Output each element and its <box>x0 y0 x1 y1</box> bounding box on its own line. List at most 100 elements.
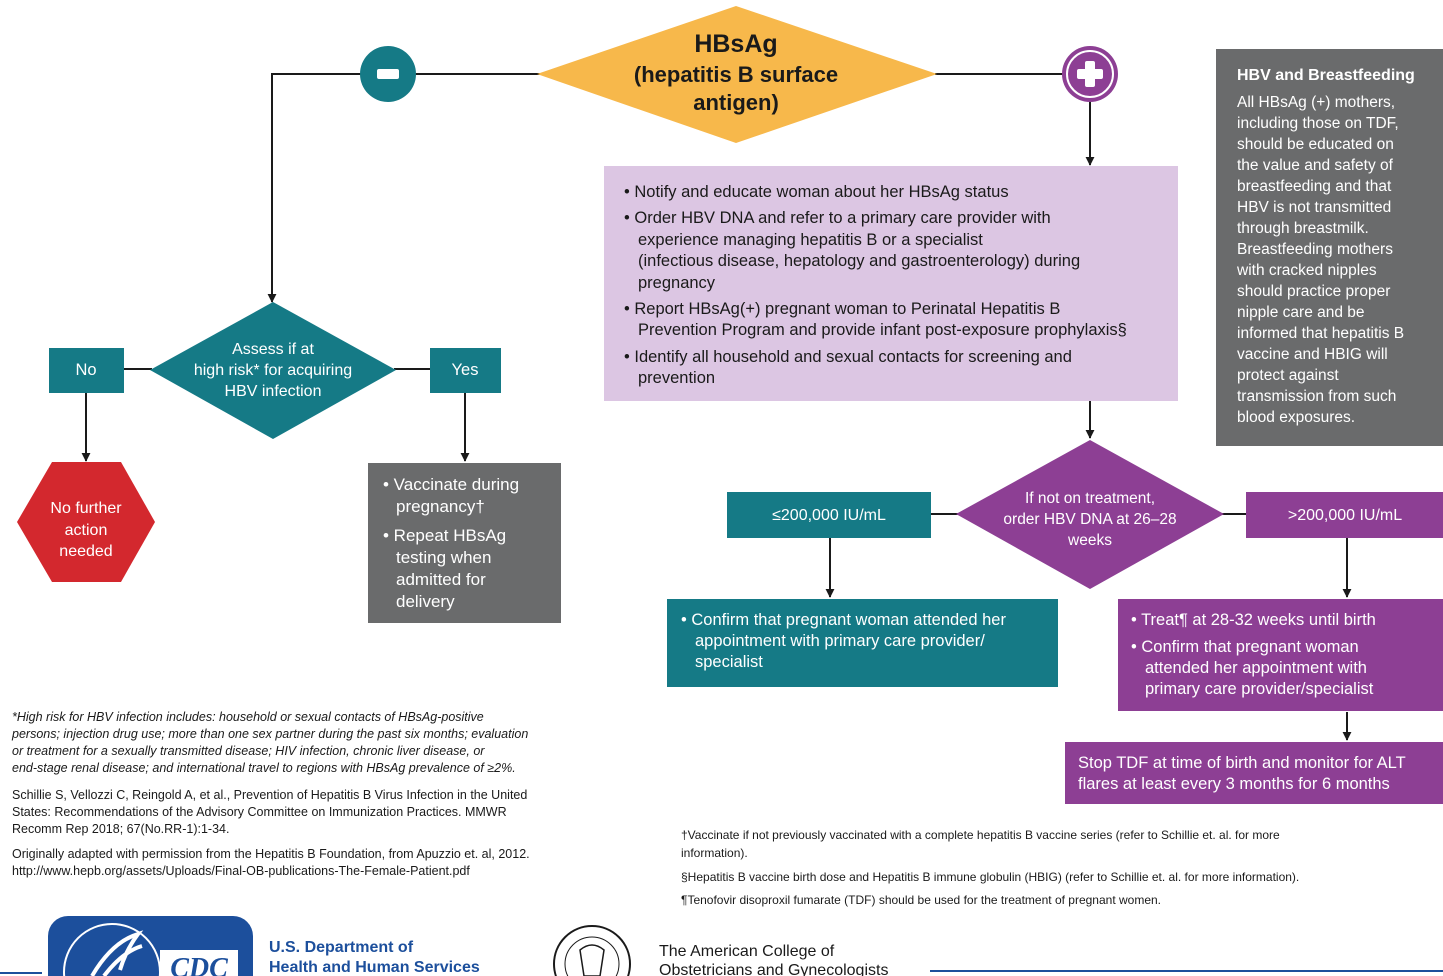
treat-text: • Treat¶ at 28-32 weeks until birth • Co… <box>1131 611 1376 698</box>
breastfeeding-line: through breastmilk. <box>1237 220 1369 237</box>
citation-line: Schillie S, Vellozzi C, Reingold A, et a… <box>12 788 527 802</box>
yes-label-box <box>430 348 501 393</box>
breastfeeding-line: nipple care and be <box>1237 304 1365 321</box>
no-further-line: needed <box>59 543 112 560</box>
breastfeeding-line: breastfeeding and that <box>1237 178 1392 195</box>
hbv-dna-diamond <box>956 440 1224 589</box>
high-risk-line: end-stage renal disease; and internation… <box>12 761 516 775</box>
treat-line: • Treat¶ at 28-32 weeks until birth <box>1131 611 1376 629</box>
hhs-name-line2: Health and Human Services <box>269 959 480 976</box>
dagger-footnote-line: information). <box>681 846 748 860</box>
dna-line: order HBV DNA at 26–28 <box>1003 511 1176 528</box>
risk-line: HBV infection <box>225 383 322 400</box>
dna-line: weeks <box>1067 532 1112 549</box>
breastfeeding-line: vaccine and HBIG will <box>1237 346 1388 363</box>
connectors <box>81 73 1352 741</box>
citation-line: Recomm Rep 2018; 67(No.RR-1):1-34. <box>12 822 229 836</box>
vaccinate-line: delivery <box>396 592 455 611</box>
minus-icon <box>377 69 399 79</box>
breastfeeding-panel <box>1216 49 1443 446</box>
adapted-url[interactable]: http://www.hepb.org/assets/Uploads/Final… <box>12 864 470 878</box>
risk-line: high risk* for acquiring <box>194 362 352 379</box>
confirm-appointment-box <box>667 599 1058 687</box>
risk-assessment-diamond <box>150 302 396 439</box>
treat-line: attended her appointment with <box>1145 659 1367 677</box>
positive-actions-box <box>604 166 1178 401</box>
no-further-action-text: No further action needed <box>50 500 122 560</box>
vaccinate-line: • Repeat HBsAg <box>383 526 506 545</box>
negative-symbol: − <box>388 85 389 87</box>
citation-footnote: Schillie S, Vellozzi C, Reingold A, et a… <box>12 788 527 836</box>
positive-actions-line: • Order HBV DNA and refer to a primary c… <box>624 209 1051 227</box>
high-risk-line: persons; injection drug use; more than o… <box>11 727 528 741</box>
treat-line: • Confirm that pregnant woman <box>1131 638 1359 656</box>
breastfeeding-line: informed that hepatitis B <box>1237 325 1404 342</box>
high-risk-footnote: *High risk for HBV infection includes: h… <box>11 710 528 775</box>
yes-label: Yes <box>452 361 479 379</box>
hhs-name-line1: U.S. Department of <box>269 939 414 956</box>
citation-line: States: Recommendations of the Advisory … <box>12 805 507 819</box>
pilcrow-footnote: ¶Tenofovir disoproxil fumarate (TDF) sho… <box>681 893 1161 907</box>
hbsag-title: HBsAg <box>694 30 777 58</box>
positive-actions-line: prevention <box>638 369 715 387</box>
breastfeeding-line: with cracked nipples <box>1236 262 1377 279</box>
positive-actions-line: (infectious disease, hepatology and gast… <box>638 252 1080 270</box>
hbsag-diamond <box>537 6 937 143</box>
breastfeeding-line: should be educated on <box>1237 136 1394 153</box>
confirm-appointment-text: • Confirm that pregnant woman attended h… <box>681 611 1006 671</box>
positive-actions-line: • Identify all household and sexual cont… <box>624 348 1072 366</box>
cdc-logo-text: CDC <box>170 953 228 976</box>
stop-tdf-line: Stop TDF at time of birth and monitor fo… <box>1078 754 1406 772</box>
no-label-box <box>49 348 124 393</box>
vaccinate-line: testing when <box>396 548 491 567</box>
acog-name-line2: Obstetricians and Gynecologists <box>659 962 888 976</box>
dna-line: If not on treatment, <box>1025 490 1155 507</box>
dagger-footnote-line: †Vaccinate if not previously vaccinated … <box>681 828 1280 842</box>
no-further-line: No further <box>50 500 122 517</box>
positive-symbol: + <box>1090 85 1091 87</box>
no-label: No <box>75 361 96 379</box>
confirm-line: • Confirm that pregnant woman attended h… <box>681 611 1006 629</box>
breastfeeding-line: Breastfeeding mothers <box>1237 241 1393 258</box>
low-viral-load-label-box <box>727 492 931 538</box>
no-further-line: action <box>65 522 108 539</box>
high-viral-load-label-box <box>1246 492 1443 538</box>
positive-actions-line: experience managing hepatitis B or a spe… <box>638 231 983 249</box>
eagle-icon <box>90 930 144 976</box>
hhs-cdc-logo: CDC <box>48 916 253 976</box>
positive-actions-line: • Report HBsAg(+) pregnant woman to Peri… <box>624 300 1060 318</box>
positive-actions-line: Prevention Program and provide infant po… <box>638 321 1127 339</box>
vaccinate-line: pregnancy† <box>396 497 485 516</box>
breastfeeding-line: transmission from such <box>1237 388 1396 405</box>
risk-assessment-text: Assess if at high risk* for acquiring HB… <box>194 341 352 400</box>
acog-seal-icon <box>553 925 631 976</box>
acog-name-line1: The American College of <box>659 943 835 960</box>
treat-box <box>1118 599 1443 711</box>
breastfeeding-line: HBV is not transmitted <box>1237 199 1391 216</box>
breastfeeding-title: HBV and Breastfeeding <box>1237 67 1415 84</box>
connector-negative-risk <box>267 73 361 303</box>
vaccinate-box <box>368 463 561 623</box>
vaccinate-text: • Vaccinate during pregnancy† • Repeat H… <box>383 475 519 611</box>
positive-actions-line: pregnancy <box>638 274 716 292</box>
vaccinate-line: admitted for <box>396 570 486 589</box>
breastfeeding-text: All HBsAg (+) mothers, including those o… <box>1236 94 1404 426</box>
plus-icon <box>1077 61 1103 87</box>
cdc-badge <box>160 950 238 976</box>
stop-tdf-box <box>1065 742 1443 804</box>
hbsag-subtitle-line2: antigen) <box>693 90 779 115</box>
positive-actions-line: • Notify and educate woman about her HBs… <box>624 183 1009 201</box>
breastfeeding-line: including those on TDF, <box>1237 115 1399 132</box>
breastfeeding-line: should practice proper <box>1237 283 1390 300</box>
breastfeeding-line: blood exposures. <box>1237 409 1355 426</box>
symbol-footnotes: †Vaccinate if not previously vaccinated … <box>681 828 1299 907</box>
breastfeeding-line: the value and safety of <box>1237 157 1394 174</box>
confirm-line: appointment with primary care provider/ <box>695 632 985 650</box>
positive-actions-text: • Notify and educate woman about her HBs… <box>624 183 1127 387</box>
stop-tdf-line: flares at least every 3 months for 6 mon… <box>1078 775 1390 793</box>
risk-line: Assess if at <box>232 341 314 358</box>
high-risk-line: or treatment for a sexually transmitted … <box>12 744 485 758</box>
low-viral-load-label: ≤200,000 IU/mL <box>772 507 886 524</box>
adapted-line: Originally adapted with permission from … <box>12 847 530 861</box>
